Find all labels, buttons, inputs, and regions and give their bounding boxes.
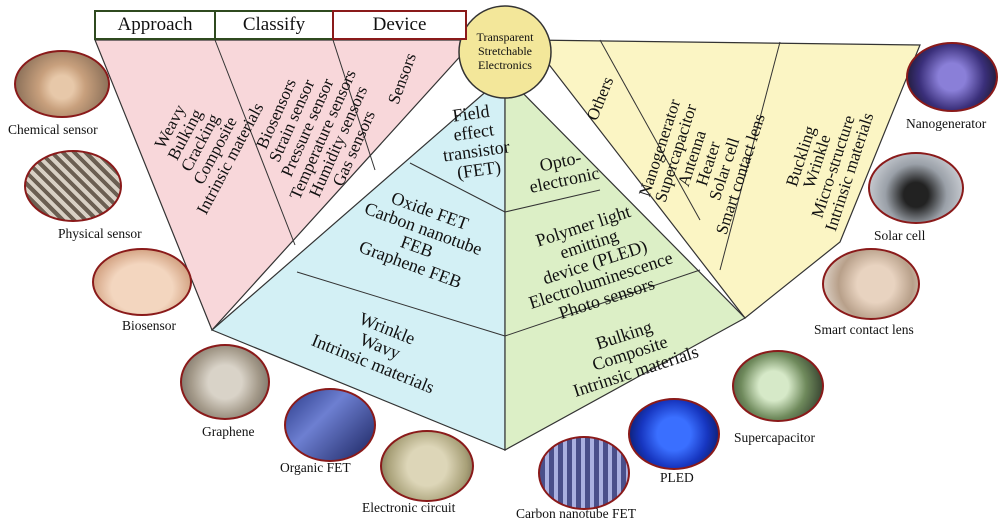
left-panel (94, 39, 477, 332)
organic-fet-photo (284, 388, 376, 462)
center-line1: Transparent (476, 30, 534, 44)
pled-label: PLED (660, 470, 694, 485)
physical-sensor-label: Physical sensor (58, 226, 142, 241)
chemical-sensor-photo (14, 50, 110, 118)
opto-divider-2 (504, 269, 701, 337)
carbon-nanotube-fet-label: Carbon nanotube FET (516, 506, 636, 521)
center-title: Transparent Stretchable Electronics (463, 30, 547, 72)
left-divider-1 (214, 39, 296, 246)
electronic-circuit-label: Electronic circuit (362, 500, 456, 515)
smart-contact-lens-photo (822, 248, 920, 320)
physical-sensor-photo (24, 150, 122, 222)
smart-contact-lens-label: Smart contact lens (814, 322, 914, 337)
biosensor-photo (92, 248, 192, 316)
device-header: Device (332, 10, 467, 40)
classify-header: Classify (214, 10, 334, 40)
fet-device-block: Field effect transistor (FET) (435, 99, 515, 184)
biosensor-label: Biosensor (122, 318, 176, 333)
opto-panel (504, 73, 746, 452)
fet-divider-2 (296, 271, 506, 337)
solar-cell-label: Solar cell (874, 228, 926, 243)
left-divider-2 (332, 39, 376, 171)
pled-photo (628, 398, 720, 470)
graphene-label: Graphene (202, 424, 255, 439)
center-line3: Electronics (478, 58, 532, 72)
approach-header: Approach (94, 10, 216, 40)
supercapacitor-photo (732, 350, 824, 422)
opto-divider-1 (504, 189, 601, 213)
right-divider-1 (599, 39, 701, 221)
center-line2: Stretchable (478, 44, 532, 58)
electronic-circuit-photo (380, 430, 474, 502)
nanogenerator-label: Nanogenerator (906, 116, 987, 131)
nanogenerator-photo (906, 42, 998, 112)
organic-fet-label: Organic FET (280, 460, 351, 475)
graphene-photo (180, 344, 270, 420)
right-panel (528, 39, 921, 319)
fet-divider-1 (409, 162, 506, 213)
chemical-sensor-label: Chemical sensor (8, 122, 98, 137)
carbon-nanotube-fet-photo (538, 436, 630, 510)
solar-cell-photo (868, 152, 964, 224)
supercapacitor-label: Supercapacitor (734, 430, 815, 445)
right-divider-2 (719, 41, 781, 271)
center-circle (458, 5, 552, 99)
